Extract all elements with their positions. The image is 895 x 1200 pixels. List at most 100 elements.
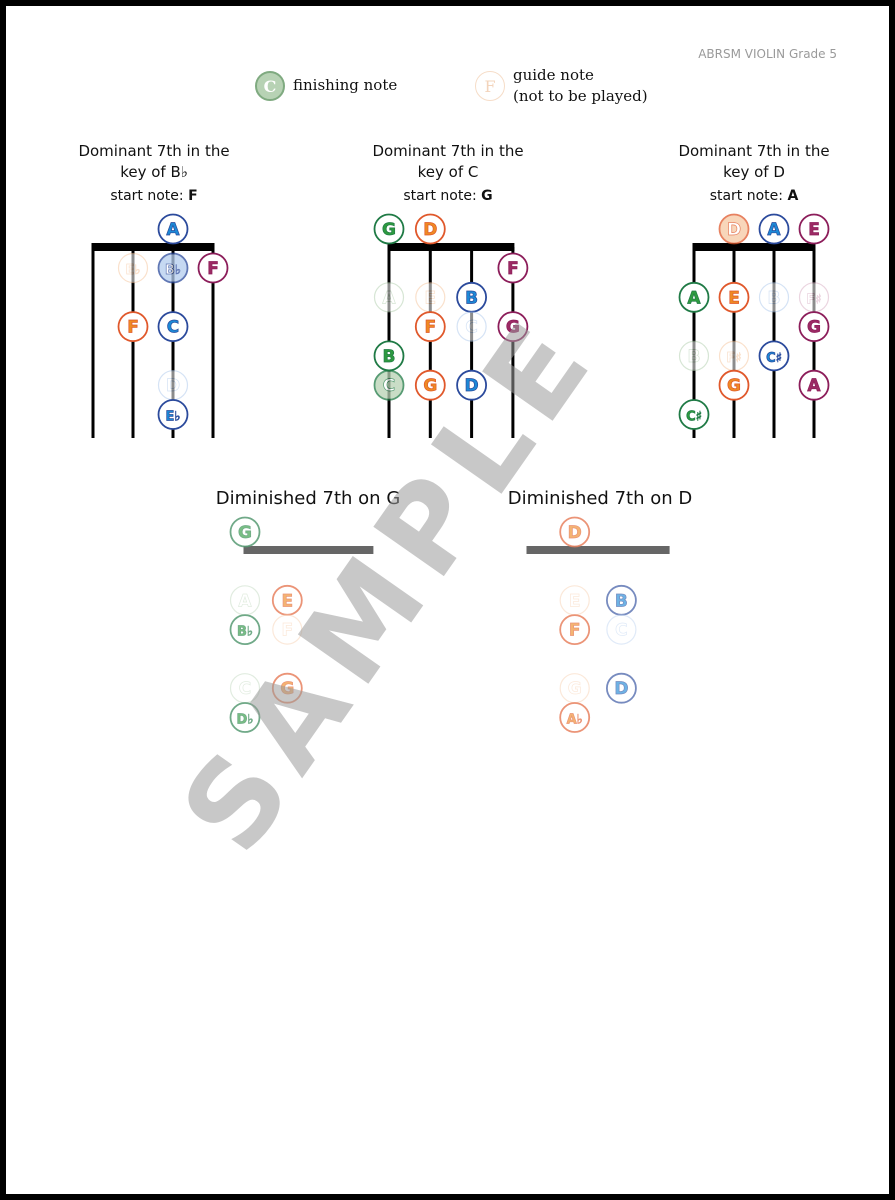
note-label: C♯ [686,410,702,425]
note-label: E [569,591,581,611]
start-note: start note: F [34,188,274,204]
note-label: D [727,220,741,240]
note-label: D [614,679,628,699]
note-label: D [465,376,479,396]
start-note: start note: A [634,188,874,204]
chart-title: Diminished 7th on G [215,488,401,509]
legend-guide-sublabel: (not to be played) [513,87,648,105]
fingerboard-chart: A E♭ B♭ F F C D E♭ [91,213,229,438]
note-marker: C♯ [758,340,790,372]
note-label: C [615,621,627,641]
guide-note: F♯ [798,282,830,313]
note-marker: G [414,369,446,401]
note-label: C [167,318,179,338]
note-marker: D [456,369,488,401]
guide-note: C [456,311,487,342]
finishing-note: C [373,369,405,401]
note-label: B [383,347,396,367]
guide-note: C [606,614,637,645]
start-note-label: start note: [709,188,784,204]
start-note-value: G [481,188,493,204]
note-label: E♭ [125,263,140,278]
note-label: D [568,523,582,543]
note-label: G [280,679,294,699]
note-label: B♭ [165,263,181,278]
guide-note: C [229,673,261,704]
note-marker: A [157,213,189,245]
note-label: G [382,220,396,240]
start-note: start note: G [328,188,568,204]
legend-finishing-label: finishing note [293,76,398,94]
note-label: A [166,220,180,240]
nut [692,243,816,251]
guide-note: E [559,585,590,616]
chart-title: Dominant 7th in the key of C [328,141,568,183]
note-marker: E [271,584,303,616]
title-line: Dominant 7th in the [678,142,830,160]
chart-title: Dominant 7th in the key of D [634,141,874,183]
note-marker: G [497,311,529,343]
note-label: A [382,288,396,308]
note-label: B♭ [237,625,253,640]
guide-note: G [559,673,590,704]
note-label: E♭ [165,410,180,425]
guide-note: D [157,370,189,401]
note-label: B [688,347,701,367]
note-marker: E♭ [157,399,189,430]
finishing-note: B♭ [157,252,189,284]
chart-title: Diminished 7th on D [507,488,693,509]
note-marker: G [271,672,303,704]
guide-note: A [229,585,261,616]
note-label: B [615,591,628,611]
guide-note: E [415,282,446,313]
legend-finishing-note: C finishing note [255,71,397,101]
guide-note-icon: F [475,71,505,101]
title-line: key of B♭ [120,163,188,181]
note-label: E [424,288,436,308]
note-marker: F [497,252,529,284]
nut [526,546,670,554]
note-label: F [127,318,139,338]
note-label: G [506,318,520,338]
note-marker: A♭ [559,702,591,733]
note-label: G [423,376,437,396]
note-label: E [808,220,820,240]
note-label: B [768,288,781,308]
note-label: C [383,376,395,396]
finishing-note-icon: C [255,71,285,101]
note-label: E [281,591,293,611]
legend-guide-label: guide note [513,66,594,84]
finishing-note: D [718,213,750,245]
note-label: C [239,679,251,699]
note-label: A [687,288,701,308]
guide-note: B [678,340,710,371]
legend-guide-note: F guide note (not to be played) [475,65,648,107]
note-marker: D♭ [229,702,261,733]
note-marker: E [798,213,830,245]
note-label: C [465,318,477,338]
note-marker: F [197,252,229,284]
note-marker: F [559,614,591,645]
nut [243,546,374,554]
note-marker: D [414,213,446,245]
note-label: E [728,288,740,308]
note-marker: D [559,516,591,548]
guide-note: F♯ [718,340,750,371]
note-label: A [238,591,252,611]
title-line: key of C [417,163,479,181]
note-label: D [166,376,180,396]
note-marker: A [758,213,790,245]
note-label: F [569,621,581,641]
note-label: F [207,259,219,279]
note-marker: B [373,340,405,372]
note-label: D♭ [237,713,254,728]
note-label: F♯ [726,351,741,366]
title-line: Dominant 7th in the [78,142,230,160]
note-label: G [807,318,821,338]
note-marker: B [606,584,637,616]
note-marker: G [373,213,405,245]
nut [91,243,215,251]
